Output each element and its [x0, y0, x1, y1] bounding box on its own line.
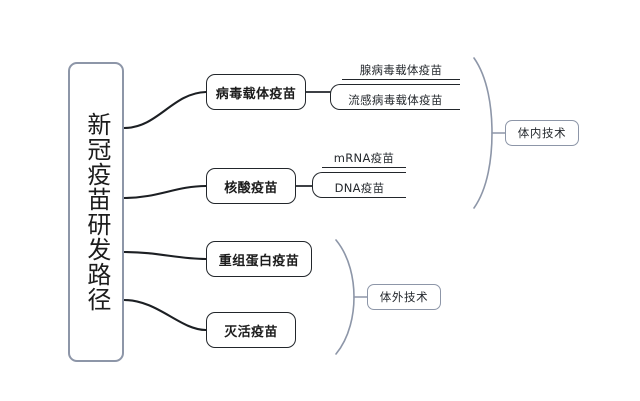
branch-node-inactivated[interactable]: 灭活疫苗	[206, 312, 296, 348]
root-node[interactable]: 新冠疫苗研发路径	[68, 62, 124, 362]
branch-node-label: 灭活疫苗	[224, 324, 278, 340]
leaf-node-label: DNA疫苗	[334, 181, 385, 196]
leaf-node-dna[interactable]: DNA疫苗	[312, 172, 406, 198]
connector-root-branch-0	[122, 90, 208, 130]
root-node-label: 新冠疫苗研发路径	[82, 112, 111, 312]
branch-node-label: 病毒载体疫苗	[215, 86, 297, 102]
leaf-node-label: 流感病毒载体疫苗	[348, 93, 443, 108]
brace-in-vivo	[473, 57, 493, 209]
brace-in-vitro	[335, 239, 355, 355]
branch-node-label: 重组蛋白疫苗	[218, 253, 300, 269]
connector-root-branch-2	[122, 250, 208, 261]
branch-node-recombinant-protein[interactable]: 重组蛋白疫苗	[206, 241, 312, 277]
leaf-node-mrna[interactable]: mRNA疫苗	[322, 148, 406, 168]
leaf-node-influenza-virus-vector[interactable]: 流感病毒载体疫苗	[330, 84, 460, 110]
group-label-text: 体外技术	[379, 290, 429, 304]
leaf-node-label: mRNA疫苗	[333, 151, 395, 166]
branch-node-label: 核酸疫苗	[224, 180, 278, 196]
branch-node-nucleic-acid[interactable]: 核酸疫苗	[206, 168, 296, 204]
group-label-text: 体内技术	[517, 126, 567, 140]
connector-root-branch-1	[122, 184, 208, 200]
group-label-in-vivo[interactable]: 体内技术	[505, 120, 579, 146]
connector-root-branch-3	[122, 298, 208, 332]
leaf-node-label: 腺病毒载体疫苗	[359, 63, 443, 78]
group-label-in-vitro[interactable]: 体外技术	[367, 284, 441, 310]
leaf-node-adenovirus-vector[interactable]: 腺病毒载体疫苗	[342, 60, 460, 80]
branch-node-viral-vector[interactable]: 病毒载体疫苗	[206, 74, 306, 110]
